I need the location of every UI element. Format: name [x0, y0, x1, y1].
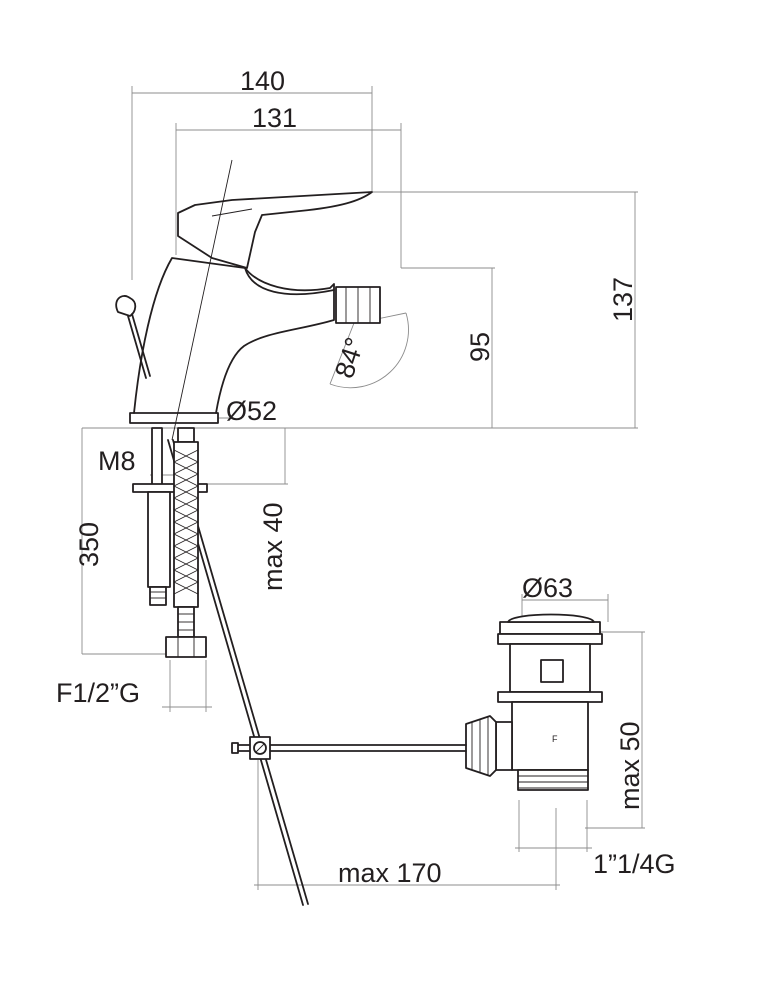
- mixer-body: [129, 159, 381, 441]
- dim-waste-thread-label: 1”1/4G: [593, 849, 676, 879]
- dim-350-label: 350: [74, 522, 104, 567]
- dim-95-label: 95: [465, 332, 495, 362]
- svg-text:F: F: [552, 734, 558, 744]
- dim-140-label: 140: [240, 66, 285, 96]
- dim-base-diameter-label: Ø52: [226, 396, 277, 426]
- threaded-rod: [132, 427, 208, 606]
- dim-137-label: 137: [608, 277, 638, 322]
- dimension-labels: 140 131 137 95 84° Ø52 M8 350 max 40 F1/…: [56, 66, 676, 888]
- dim-f12g-label: F1/2”G: [56, 678, 140, 708]
- dim-m8-label: M8: [98, 446, 136, 476]
- dim-max40-label: max 40: [258, 502, 288, 591]
- popup-waste: F: [465, 613, 603, 791]
- horizontal-rod: [231, 736, 467, 760]
- flexible-hose: [165, 427, 207, 658]
- dim-waste-diameter-label: Ø63: [522, 573, 573, 603]
- popup-rod: [115, 295, 309, 906]
- dim-angle-label: 84°: [329, 334, 370, 382]
- dim-max170-label: max 170: [338, 858, 442, 888]
- dim-131-label: 131: [252, 103, 297, 133]
- dim-max50-label: max 50: [615, 721, 645, 810]
